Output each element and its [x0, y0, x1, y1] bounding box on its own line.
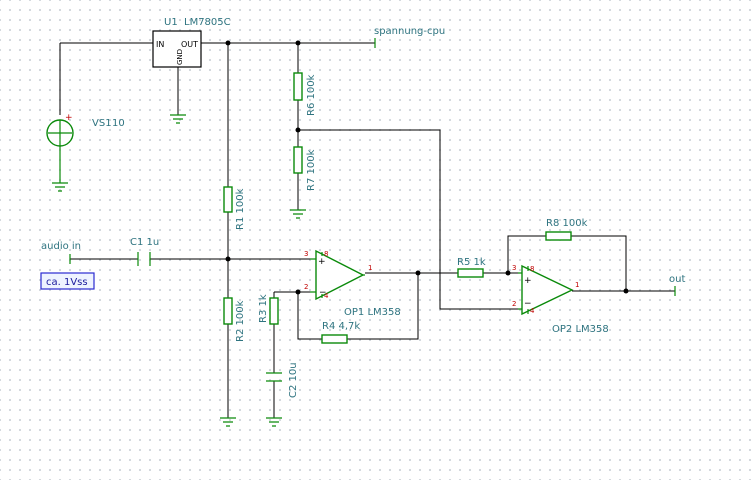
vs1-plus-mark: + [65, 113, 73, 123]
input-level-note: ca. 1Vss [40, 272, 95, 290]
u1-ref-label: U1 [164, 17, 178, 28]
ground-symbols [52, 114, 306, 427]
c2-capacitor[interactable]: C2 10u [266, 362, 299, 398]
op1-label: OP1 LM358 [344, 307, 401, 318]
r4-resistor[interactable]: R4 4,7k [321, 321, 360, 344]
r3-label: R3 1k [258, 294, 269, 323]
r7-resistor[interactable]: R7 100k [293, 146, 317, 191]
u1-pin-gnd-label: GND [176, 49, 184, 65]
junctions [225, 40, 629, 295]
junction [295, 127, 301, 133]
junction [415, 270, 421, 276]
r4-label: R4 4,7k [322, 321, 360, 332]
op1-pin-plus: 3 [304, 250, 308, 258]
spannung-cpu-label: spannung-cpu [374, 26, 445, 37]
ground-icon [220, 417, 236, 427]
op2-label: OP2 LM358 [552, 324, 609, 335]
ground-icon [290, 209, 306, 219]
op2-pin-minus: 2 [512, 300, 516, 308]
r5-label: R5 1k [457, 257, 486, 268]
ground-icon [266, 417, 282, 427]
junction [623, 288, 629, 294]
u1-pin-in-label: IN [156, 40, 164, 49]
net-flag-spannung-cpu[interactable]: spannung-cpu [374, 26, 445, 48]
input-level-note-text: ca. 1Vss [46, 277, 88, 288]
vs1-value-label: 10 [112, 118, 125, 129]
r3-resistor[interactable]: R3 1k [258, 294, 279, 325]
r1-label: R1 100k [235, 188, 246, 230]
ground-icon [170, 114, 186, 124]
op2-plus-symbol: + [524, 276, 532, 286]
junction [225, 256, 231, 262]
u1-pin-out-label: OUT [181, 40, 198, 49]
op1-minus-symbol: − [319, 288, 327, 298]
r7-label: R7 100k [306, 149, 317, 191]
op2-pin-out: 1 [575, 281, 579, 289]
u1-value-label: LM7805C [184, 17, 231, 28]
c1-capacitor[interactable]: C1 1u [130, 237, 159, 266]
op1-pin-vcc: 8 [324, 250, 328, 258]
op2-pin-gnd: 4 [530, 307, 535, 315]
out-label: out [669, 274, 685, 285]
c2-label: C2 10u [288, 362, 299, 398]
r2-label: R2 100k [235, 300, 246, 342]
r1-resistor[interactable]: R1 100k [223, 186, 246, 230]
r8-label: R8 100k [546, 218, 588, 229]
r6-resistor[interactable]: R6 100k [293, 72, 317, 116]
op1-pin-gnd: 4 [324, 292, 329, 300]
vs1-ref-label: VS1 [92, 118, 112, 129]
op1-pin-out: 1 [368, 264, 372, 272]
wires [59, 42, 675, 418]
r8-resistor[interactable]: R8 100k [545, 218, 588, 241]
junction [295, 40, 301, 46]
audio-in-label: audio in [41, 241, 81, 252]
op2-pin-vcc: 8 [530, 265, 534, 273]
r6-label: R6 100k [306, 74, 317, 116]
junction [295, 289, 301, 295]
net-flag-out[interactable]: out [669, 274, 685, 296]
op1-pin-minus: 2 [304, 283, 308, 291]
junction [225, 40, 231, 46]
op1-plus-symbol: + [318, 257, 326, 267]
junction [505, 270, 511, 276]
ground-icon [52, 182, 68, 192]
op2-opamp[interactable]: + − 3 2 1 8 4 OP2 LM358 [512, 264, 609, 335]
op2-minus-symbol: − [524, 299, 532, 309]
vs1-source[interactable]: + VS1 10 [46, 113, 125, 183]
op2-pin-plus: 3 [512, 264, 516, 272]
u1-regulator[interactable]: U1 LM7805C IN OUT GND [152, 17, 231, 68]
r2-resistor[interactable]: R2 100k [223, 297, 246, 342]
op1-opamp[interactable]: + − 3 2 1 8 4 OP1 LM358 [304, 249, 401, 318]
c1-label: C1 1u [130, 237, 159, 248]
r5-resistor[interactable]: R5 1k [457, 257, 486, 278]
net-flag-audio-in[interactable]: audio in [41, 241, 81, 264]
